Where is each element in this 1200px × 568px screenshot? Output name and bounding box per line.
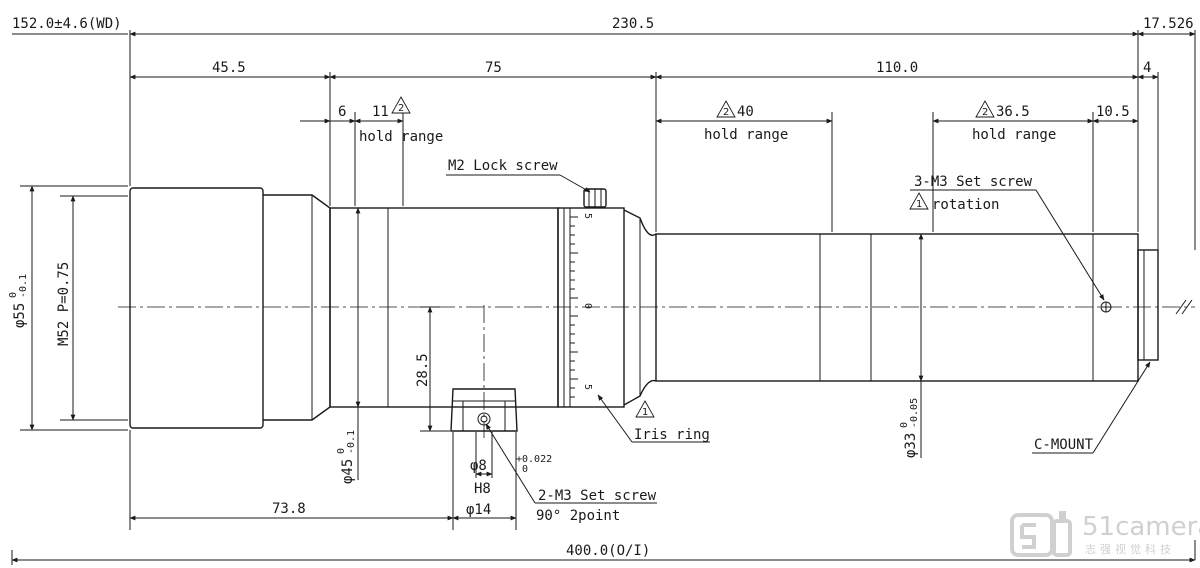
- svg-text:-0.05: -0.05: [909, 398, 920, 428]
- hold-range-label-2: hold range: [704, 127, 788, 143]
- note-2-icon: 2: [975, 100, 995, 118]
- dim-40: 40: [737, 104, 754, 120]
- dim-6: 6: [338, 104, 346, 120]
- dim-front-len: 45.5: [212, 60, 246, 76]
- note-1-icon: 1: [909, 192, 929, 210]
- svg-text:0: 0: [336, 448, 347, 454]
- dim-h8-tol-lower: 0: [522, 464, 528, 475]
- dim-73-8: 73.8: [272, 501, 306, 517]
- watermark-logo-icon: [1010, 511, 1072, 557]
- svg-text:φ33: φ33: [903, 433, 919, 458]
- dim-36-5: 36.5: [996, 104, 1030, 120]
- m2-lock-screw-label: M2 Lock screw: [448, 158, 558, 174]
- dim-h8-tol-upper: +0.022: [516, 454, 552, 465]
- dim-rear-len: 110.0: [876, 60, 918, 76]
- watermark-brand: 51camera: [1082, 512, 1200, 542]
- dim-d14: φ14: [466, 502, 491, 518]
- dim-11: 11: [372, 104, 389, 120]
- rotation-label: rotation: [932, 197, 999, 213]
- dim-10-5: 10.5: [1096, 104, 1130, 120]
- dim-d33: φ33 0 -0.05: [899, 398, 920, 458]
- leader-lines: [446, 174, 1151, 504]
- dimension-lines: [11, 31, 1196, 563]
- svg-text:0: 0: [8, 292, 19, 298]
- dim-h8: H8: [474, 481, 491, 497]
- hold-range-label-1: hold range: [359, 129, 443, 145]
- set-screw-2-label: 2-M3 Set screw: [538, 488, 657, 504]
- dim-filter-thread: M52 P=0.75: [56, 262, 72, 346]
- note-1-icon: 1: [635, 400, 655, 418]
- set-screw-3-label: 3-M3 Set screw: [914, 174, 1033, 190]
- dim-d55: φ55 0 -0.1: [8, 274, 29, 328]
- svg-text:2: 2: [982, 107, 988, 118]
- extension-lines: [11, 30, 1196, 565]
- svg-text:1: 1: [642, 407, 648, 418]
- svg-text:1: 1: [916, 199, 922, 210]
- note-2-icon: 2: [716, 100, 736, 118]
- svg-text:2: 2: [398, 103, 404, 114]
- set-screw-2-sub-label: 90° 2point: [536, 508, 620, 524]
- iris-scale-bot: 5: [582, 384, 593, 390]
- dim-total-oi: 400.0(O/I): [566, 543, 650, 559]
- svg-text:2: 2: [723, 107, 729, 118]
- note-2-icon: 2: [391, 96, 411, 114]
- iris-scale-mid: 0: [582, 303, 593, 309]
- dim-wd: 152.0±4.6(WD): [12, 16, 122, 32]
- hold-range-label-3: hold range: [972, 127, 1056, 143]
- iris-scale-top: 5: [582, 213, 593, 219]
- dim-mid-len: 75: [485, 60, 502, 76]
- dim-d8: φ8: [470, 458, 487, 474]
- svg-text:φ45: φ45: [340, 459, 356, 484]
- svg-text:0: 0: [899, 422, 910, 428]
- c-mount-label: C-MOUNT: [1034, 437, 1094, 453]
- svg-text:-0.1: -0.1: [346, 430, 357, 454]
- dim-total-mech: 230.5: [612, 16, 654, 32]
- watermark-sub: 志强视觉科技: [1085, 542, 1175, 556]
- svg-text:φ55: φ55: [12, 303, 28, 328]
- svg-text:-0.1: -0.1: [18, 274, 29, 298]
- dim-mount-len: 4: [1143, 60, 1151, 76]
- dim-d45: φ45 0 -0.1: [336, 430, 357, 484]
- dim-flange-back: 17.526: [1143, 16, 1194, 32]
- dim-28-5: 28.5: [415, 353, 431, 387]
- lens-body: 5 0 5: [129, 187, 1159, 438]
- iris-ring-label: Iris ring: [634, 427, 710, 443]
